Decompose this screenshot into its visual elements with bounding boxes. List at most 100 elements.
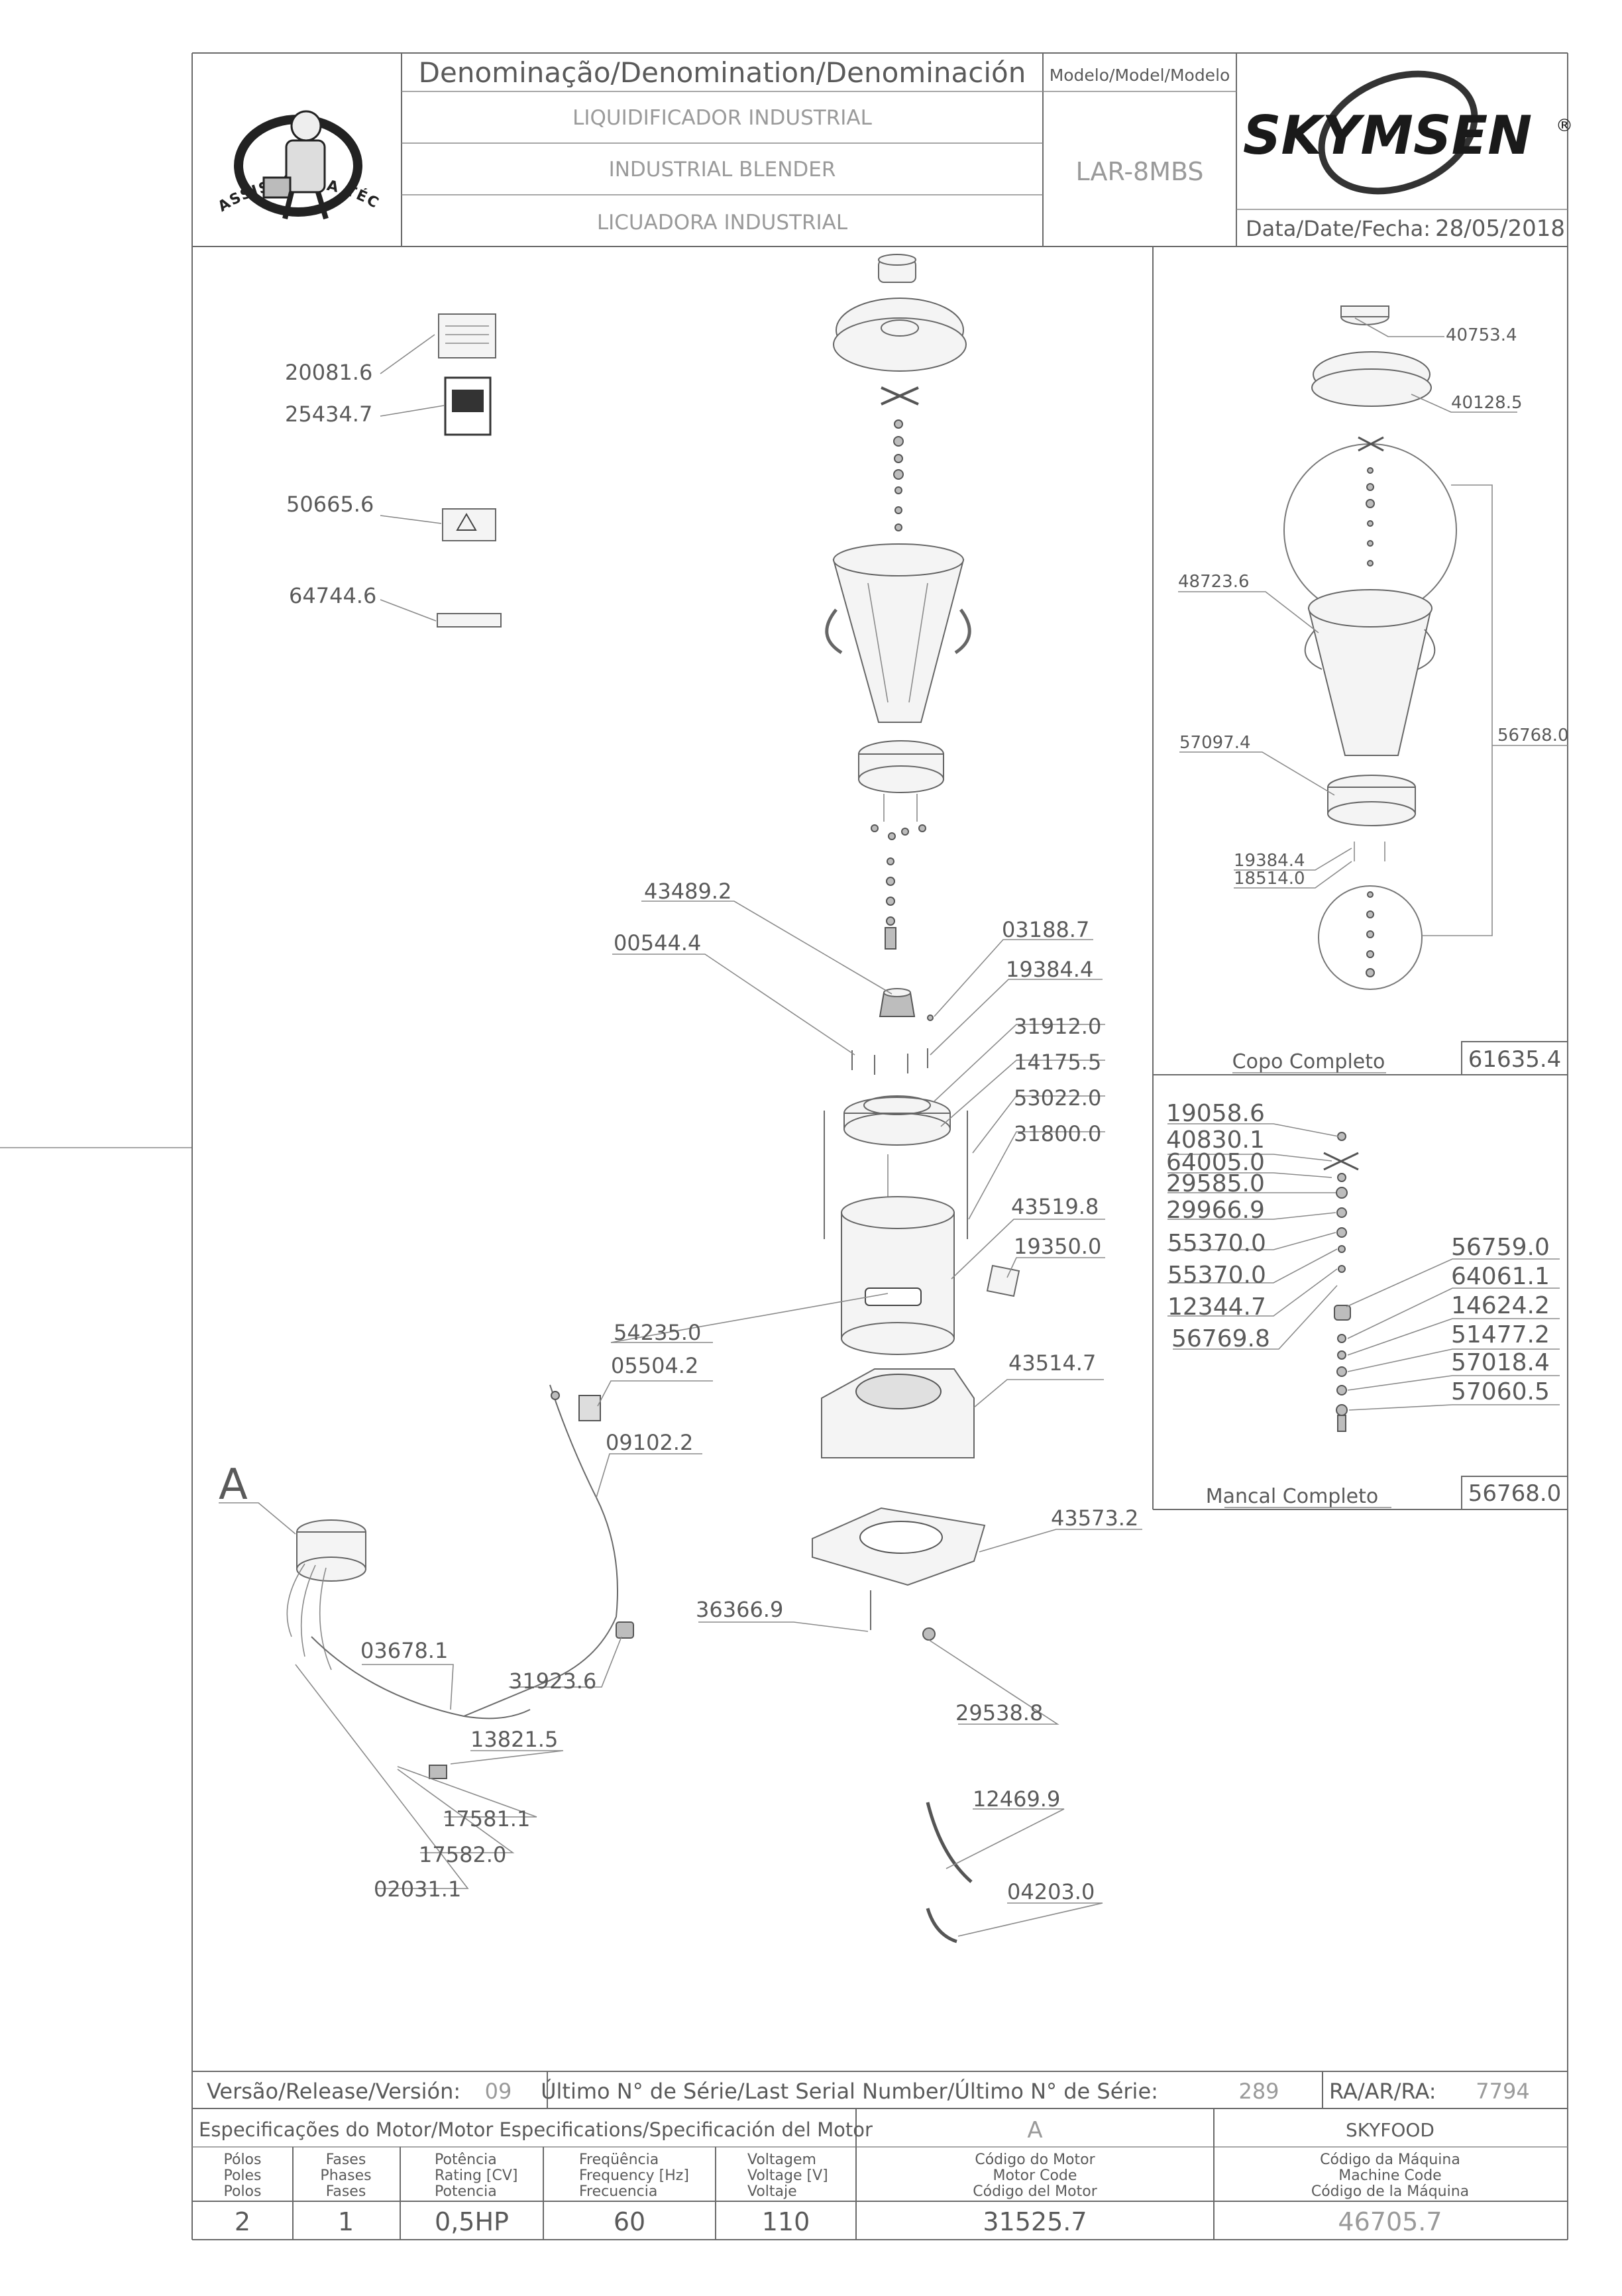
part-label-54235: 54235.0 [614,1320,701,1345]
part-label-17581: 17581.1 [443,1806,530,1831]
svg-text:Código do Motor: Código do Motor [975,2152,1095,2168]
motor-spec-label: Especificações do Motor/Motor Especifica… [199,2118,873,2141]
brand-name: SKYMSEN [1243,105,1532,166]
svg-text:Código da Máquina: Código da Máquina [1320,2152,1460,2168]
part-label-03678: 03678.1 [360,1638,448,1663]
mancal-completo-panel: Mancal Completo 56768.0 [1206,1132,1568,1510]
part-label-43573: 43573.2 [1051,1505,1138,1531]
model-label: Modelo/Model/Modelo [1050,66,1230,85]
frequency-value: 60 [614,2207,645,2236]
svg-text:Voltage [V]: Voltage [V] [747,2167,828,2184]
motor-variant: A [1027,2117,1042,2144]
mancal-label-9: 56769.8 [1171,1325,1270,1352]
copo-label-7: 56768.0 [1497,726,1569,745]
part-label-43514: 43514.7 [1008,1350,1096,1376]
col-poles: Pólos Poles Polos 2 [223,2152,261,2236]
svg-text:Motor Code: Motor Code [993,2167,1077,2184]
authorized-service-stamp: ASSISTÊNCIA TÉCNICA AUTORIZADA [0,0,381,220]
part-label-17582: 17582.0 [419,1842,506,1867]
sticker-64744 [437,613,502,628]
sticker-20081 [438,313,496,358]
svg-text:Frecuencia: Frecuencia [579,2183,657,2200]
part-label-09102: 09102.2 [606,1430,693,1455]
voltage-value: 110 [762,2207,810,2236]
col-frequency: Freqüência Frequency [Hz] Frecuencia 60 [579,2152,689,2236]
name-en: INDUSTRIAL BLENDER [609,158,836,182]
motor-spec-table: Versão/Release/Versión: 09 Último N° de … [192,2071,1568,2240]
machine-code-value: 46705.7 [1338,2207,1442,2236]
svg-text:Machine Code: Machine Code [1338,2167,1441,2184]
part-label-13821: 13821.5 [470,1727,558,1752]
part-label-36366: 36366.9 [696,1597,783,1622]
mancal-label-6: 55370.0 [1167,1230,1266,1257]
detail-a-label: A [219,1460,248,1509]
serial-label: Último N° de Série/Last Serial Number/Úl… [541,2078,1158,2104]
svg-text:Código de la Máquina: Código de la Máquina [1311,2183,1469,2200]
svg-text:Potência: Potência [435,2152,497,2168]
date-label: Data/Date/Fecha: [1246,216,1431,241]
part-label-14175: 14175.5 [1014,1050,1101,1075]
model-value: LAR-8MBS [1075,157,1203,186]
name-es: LICUADORA INDUSTRIAL [597,211,848,235]
copo-label-3: 48723.6 [1178,572,1250,592]
part-label-19384: 19384.4 [1006,957,1093,982]
copo-title: Copo Completo [1232,1050,1385,1073]
col-voltage: Voltagem Voltage [V] Voltaje 110 [747,2152,828,2236]
part-label-31800: 31800.0 [1014,1121,1101,1146]
poles-value: 2 [235,2207,250,2236]
part-label-64744: 64744.6 [289,583,376,608]
col-rating: Potência Rating [CV] Potencia 0,5HP [435,2152,518,2236]
svg-text:Potencia: Potencia [435,2183,497,2200]
motor-code-value: 31525.7 [983,2207,1087,2236]
svg-text:Pólos: Pólos [224,2152,262,2168]
part-label-53022: 53022.0 [1014,1085,1101,1111]
mancal-label-14: 57018.4 [1451,1349,1550,1376]
svg-text:Voltagem: Voltagem [747,2152,816,2168]
copo-code: 61635.4 [1468,1046,1562,1073]
part-label-12469: 12469.9 [973,1786,1060,1812]
mancal-label-4: 29585.0 [1166,1170,1265,1197]
col-phases: Fases Phases Fases 1 [320,2152,371,2236]
col-motor-code: Código do Motor Motor Code Código del Mo… [973,2152,1097,2236]
version-label: Versão/Release/Versión: [207,2079,460,2104]
skymsen-logo: SKYMSEN ® [1243,70,1573,195]
mancal-label-11: 64061.1 [1451,1263,1550,1290]
main-exploded-view: A [219,254,1560,1943]
ra-label: RA/AR/RA: [1329,2079,1436,2104]
svg-text:Voltaje: Voltaje [747,2183,797,2200]
svg-text:Fases: Fases [326,2152,366,2168]
part-label-43519: 43519.8 [1011,1194,1099,1219]
name-pt: LIQUIDIFICADOR INDUSTRIAL [572,106,873,130]
mancal-code: 56768.0 [1468,1480,1562,1507]
rating-value: 0,5HP [435,2207,509,2236]
mancal-label-8: 12344.7 [1167,1293,1266,1321]
denomination-label: Denominação/Denomination/Denominación [419,56,1026,89]
date-value: 28/05/2018 [1435,215,1565,242]
part-label-50665: 50665.6 [286,492,374,517]
part-label-19350: 19350.0 [1014,1234,1101,1259]
phases-value: 1 [338,2207,354,2236]
part-label-03188: 03188.7 [1002,917,1089,942]
mancal-label-2: 40830.1 [1166,1126,1265,1154]
copo-label-4: 57097.4 [1179,733,1251,753]
svg-text:Phases: Phases [320,2167,371,2184]
registered-mark: ® [1556,116,1573,136]
copo-label-5: 19384.4 [1234,851,1305,871]
title-block: Denominação/Denomination/Denominación LI… [0,0,1573,247]
mancal-label-13: 51477.2 [1451,1321,1550,1348]
mancal-label-10: 56759.0 [1451,1234,1550,1261]
mancal-label-12: 14624.2 [1451,1292,1550,1319]
mancal-label-3: 64005.0 [1166,1149,1265,1176]
serial-value: 289 [1238,2079,1279,2104]
svg-text:Rating [CV]: Rating [CV] [435,2167,518,2184]
part-label-25434: 25434.7 [285,402,372,427]
mancal-label-7: 55370.0 [1167,1262,1266,1289]
svg-text:Código del Motor: Código del Motor [973,2183,1097,2200]
svg-text:Poles: Poles [223,2167,261,2184]
part-label-05504: 05504.2 [611,1353,698,1378]
copo-completo-panel: Copo Completo 61635.4 40753.4 [1152,246,1569,1510]
part-label-00544: 00544.4 [614,930,701,956]
svg-text:Frequency [Hz]: Frequency [Hz] [579,2167,689,2184]
mancal-label-1: 19058.6 [1166,1100,1265,1127]
